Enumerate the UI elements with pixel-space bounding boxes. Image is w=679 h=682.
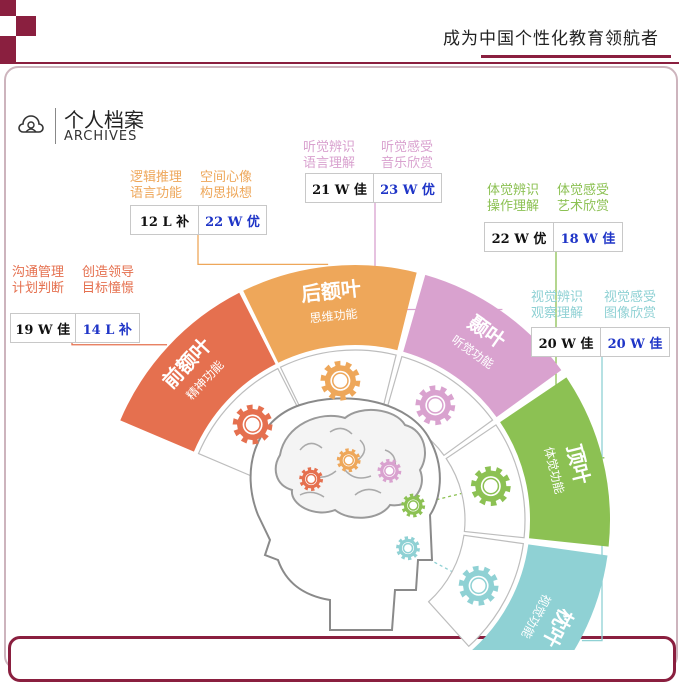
ability-label-line: 视觉感受 [604,290,657,305]
corner-decoration-top [0,0,16,16]
connector-occipital [581,355,603,642]
ability-label-line: 体觉辨识 [487,183,540,198]
brain-lobe-diagram: 前额叶精神功能后额叶思维功能颞叶听觉功能顶叶体觉功能枕叶视觉功能 [71,201,610,650]
brain-folds [299,427,397,498]
ability-label-occipital-2: 视觉感受图像欣赏 [604,290,656,322]
title-separator [55,108,56,144]
ability-label-temporal-1: 听觉辨识语言理解 [303,140,355,172]
ability-label-parietal-1: 体觉辨识操作理解 [487,183,539,215]
score-right: 14 L 补 [82,322,132,338]
ability-label-line: 观察理解 [531,306,584,321]
ability-label-line: 听觉感受 [381,140,434,155]
ability-label-line: 创造领导 [82,265,135,280]
gear-icon-occipital [458,565,499,606]
lobe-sector-parietal [500,377,610,547]
person-cloud-icon [18,115,44,133]
corner-decoration-left [0,36,16,64]
ability-label-line: 语言功能 [130,186,183,201]
score-left: 12 L 补 [131,206,199,234]
ability-label-line: 听觉辨识 [303,140,356,155]
ability-label-frontal-2: 创造领导目标憧憬 [82,265,134,297]
lobe-sector-prefrontal [243,265,417,363]
score-left: 22 W 优 [485,223,554,251]
ability-label-prefrontal-1: 逻辑推理语言功能 [130,170,182,202]
gear-icon-prefrontal [320,360,361,401]
ability-label-line: 音乐欣赏 [381,156,434,171]
corner-decoration-mid [16,16,36,36]
lobe-sector-temporal [403,274,562,418]
ability-label-line: 操作理解 [487,199,540,214]
lobe-sector-frontal [120,292,276,452]
brain-gear-icon-prefrontal [336,448,361,473]
ability-label-line: 构思拟想 [200,186,253,201]
brain-gear-icon-occipital [396,536,420,561]
ability-label-temporal-2: 听觉感受音乐欣赏 [381,140,433,172]
lobe-function-prefrontal: 思维功能 [309,307,358,326]
score-box-occipital: 20 W 佳 20 W 佳 [531,327,670,357]
score-box-prefrontal: 12 L 补 22 W 优 [130,205,267,235]
ability-label-occipital-1: 视觉辨识观察理解 [531,290,583,322]
score-box-temporal: 21 W 佳 23 W 优 [305,173,442,203]
ability-label-line: 空间心像 [200,170,253,185]
slogan-underline [481,55,671,58]
brain-gear-icon-parietal [401,493,426,518]
brain-gear-icon-temporal [377,458,402,483]
section-title: 个人档案 [64,108,144,132]
ability-label-line: 视觉辨识 [531,290,584,305]
section-subtitle: ARCHIVES [64,129,138,144]
ability-label-line: 艺术欣赏 [557,199,610,214]
ability-label-line: 沟通管理 [12,265,65,280]
ability-label-line: 图像欣赏 [604,306,657,321]
score-right: 20 W 佳 [607,336,663,352]
score-right: 23 W 优 [380,182,435,198]
lobe-sectors: 前额叶精神功能后额叶思维功能颞叶听觉功能顶叶体觉功能枕叶视觉功能 [120,265,610,650]
brain-gear-icon-frontal [299,467,324,492]
gear-icon-temporal [415,385,456,426]
lobe-sector-occipital [472,544,608,650]
score-right: 18 W 佳 [560,231,616,247]
ability-label-parietal-2: 体觉感受艺术欣赏 [557,183,609,215]
ability-label-prefrontal-2: 空间心像构思拟想 [200,170,252,202]
score-left: 21 W 佳 [306,174,374,202]
ability-label-line: 计划判断 [12,281,65,296]
score-box-frontal: 19 W 佳 14 L 补 [10,313,140,343]
brand-slogan: 成为中国个性化教育领航者 [443,29,659,49]
gear-icon-frontal [232,404,273,445]
gear-icon-parietal [470,466,511,507]
ability-label-line: 逻辑推理 [130,170,183,185]
score-left: 20 W 佳 [532,328,601,356]
score-box-parietal: 22 W 优 18 W 佳 [484,222,623,252]
ability-label-frontal-1: 沟通管理计划判断 [12,265,64,297]
ability-label-line: 体觉感受 [557,183,610,198]
gear-icons [232,360,511,606]
header-divider [0,62,679,64]
connector-prefrontal [197,233,329,266]
score-right: 22 W 优 [205,214,260,230]
score-left: 19 W 佳 [11,314,76,342]
ability-label-line: 目标憧憬 [82,281,135,296]
ability-label-line: 语言理解 [303,156,356,171]
